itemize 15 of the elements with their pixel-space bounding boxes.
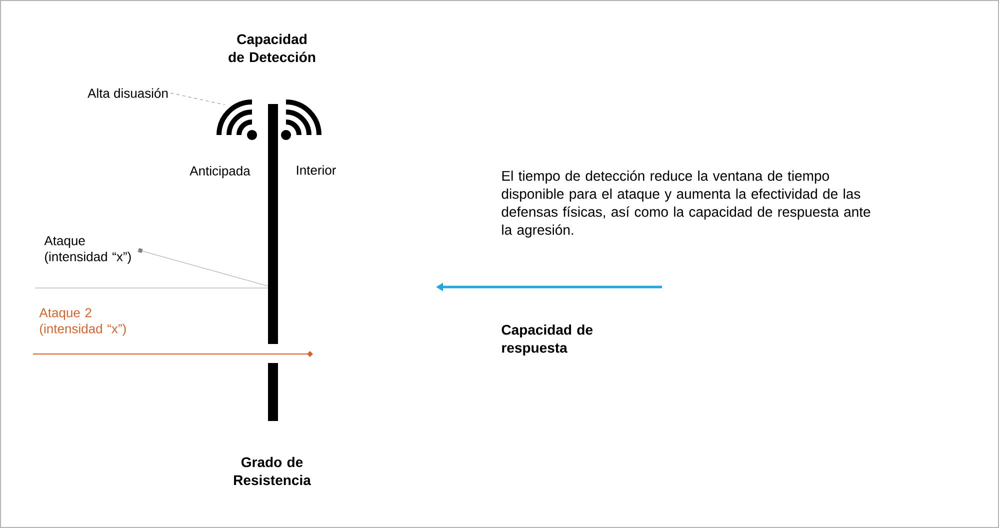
- leader-line: [138, 248, 268, 286]
- heading: Capacidad de Detección: [228, 34, 316, 62]
- label: Interior: [296, 165, 336, 175]
- signal-icon: [281, 100, 322, 140]
- attack-label: Ataque (intensidad “x”): [44, 236, 131, 264]
- label: Capacidad de respuesta: [502, 324, 593, 356]
- attack-label: Ataque 2 (intensidad “x”): [39, 308, 126, 336]
- callout-text: Alta disuasión: [88, 88, 168, 98]
- label: Anticipada: [190, 166, 250, 178]
- signal-icon: [216, 100, 257, 140]
- paragraph: El tiempo de detección reduce la ventana de tiempo disponible para el ataque y aumenta la efectividad de las defensas físicas, así como la capacidad de respuesta ante la agresión.: [502, 170, 870, 238]
- heading: Grado de Resistencia: [234, 456, 311, 486]
- leader-line: [170, 92, 226, 106]
- barrier-bar: [268, 363, 278, 421]
- barrier-bar: [268, 104, 278, 344]
